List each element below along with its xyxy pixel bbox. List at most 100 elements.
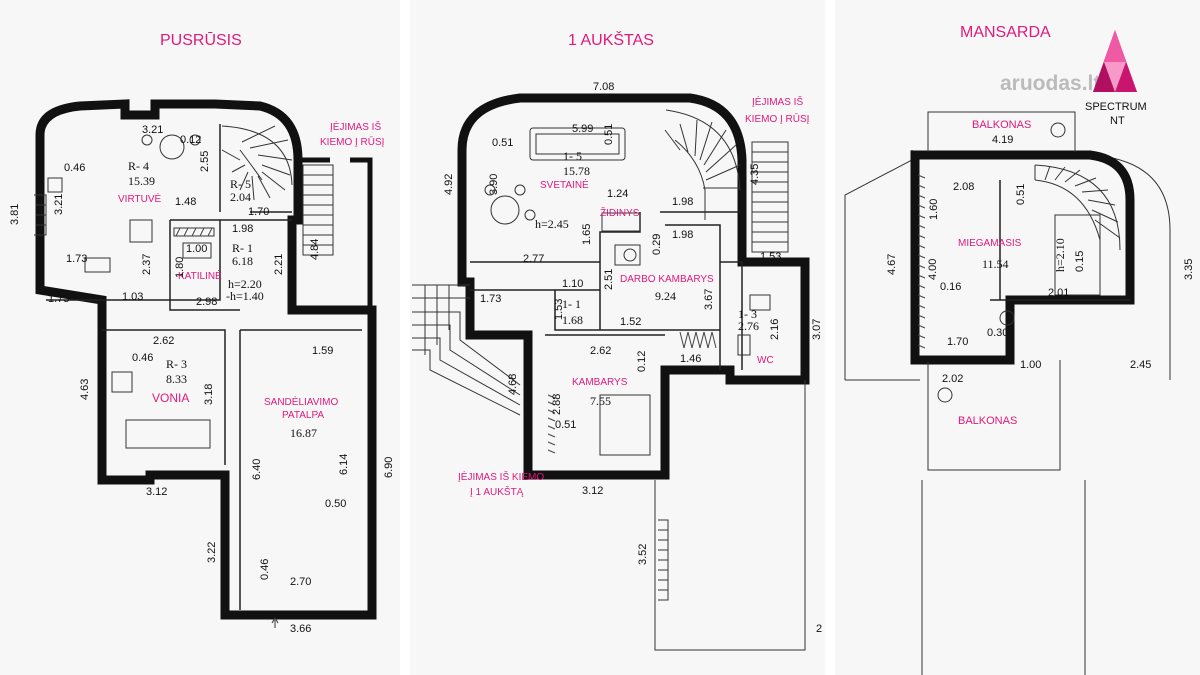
dimension: 2.02	[942, 373, 963, 385]
dimension: 1.52	[620, 316, 641, 328]
dimension: 0.51	[1015, 184, 1027, 205]
dimension: 1.48	[175, 196, 196, 208]
dimension: 3.90	[488, 174, 500, 195]
dimension: 4.19	[992, 134, 1013, 146]
brand-name: NT	[1110, 115, 1125, 127]
dimension: 5.99	[572, 123, 593, 135]
aruodas-watermark: aruodas.lt	[1000, 72, 1100, 95]
room-name: PATALPA	[282, 410, 324, 421]
room-area: 15.78	[563, 164, 590, 178]
courtyard-outline	[654, 380, 806, 651]
room-name: SANDĖLIAVIMO	[264, 395, 338, 408]
dimension: 3.12	[582, 485, 603, 497]
dimension: 2.88	[551, 394, 563, 415]
dimension: 2.01	[1048, 287, 1069, 299]
room-name: DARBO KAMBARYS	[620, 274, 714, 285]
room-height: -h=1.40	[226, 289, 264, 303]
dimension: 3.07	[811, 319, 823, 340]
dimension: 1.98	[672, 229, 693, 241]
dimension: 2.62	[590, 345, 611, 357]
dimension: 1.73	[48, 293, 69, 305]
dimension: 1.73	[66, 253, 87, 265]
dimension: 4.92	[443, 174, 455, 195]
dimension: 2.51	[603, 269, 615, 290]
room-area: 2.76	[738, 319, 759, 333]
room-name: BALKONAS	[972, 119, 1031, 131]
dimension: 1.53	[760, 251, 781, 263]
dimension: 2.45	[1130, 359, 1151, 371]
room-area: 16.87	[290, 426, 317, 440]
dimension: 4.63	[79, 379, 91, 400]
basement-window	[34, 194, 47, 236]
dining-table	[490, 195, 520, 225]
dimension: 1.98	[672, 196, 693, 208]
dimension: 2	[816, 623, 822, 635]
dimension: 1.00	[1020, 359, 1041, 371]
dimension: 0.51	[492, 137, 513, 149]
fireplace	[601, 212, 641, 232]
top-balcony	[927, 111, 1076, 152]
first-floor-outside-stairs	[412, 284, 521, 416]
room-code: 1- 3	[738, 307, 757, 321]
room-area: 7.55	[590, 394, 611, 408]
entrance-label: ĮĖJIMAS IŠ	[752, 95, 803, 108]
dimension: 6.40	[251, 459, 263, 480]
dimension: 7.08	[593, 81, 614, 93]
dimension: 3.67	[703, 289, 715, 310]
basement-table	[159, 134, 185, 160]
room-code: R- 3	[166, 357, 187, 371]
spectrum-logo-icon	[1093, 30, 1137, 92]
dimension: 3.35	[1183, 259, 1195, 280]
entrance-label: Į 1 AUKŠTĄ	[470, 485, 524, 498]
attic-spiral-stair	[1034, 164, 1121, 295]
panel-separator	[825, 0, 835, 675]
basement-spiral-stair	[221, 125, 293, 201]
dimension: 0.12	[636, 351, 648, 372]
brand-name: SPECTRUM	[1085, 101, 1147, 113]
dimension: 0.30	[987, 327, 1008, 339]
dimension: 6.14	[338, 454, 350, 475]
basement-plan: PUSRŪSIS ĮĖJIMAS IŠ KIEMO Į RŪSĮ R- 4 15…	[9, 31, 395, 635]
room-height: h=2.20	[228, 277, 262, 291]
dimension: 1.59	[312, 345, 333, 357]
dimension: 1.60	[928, 199, 940, 220]
dimension: 0.12	[180, 134, 201, 146]
basement-inner-walls	[46, 124, 362, 610]
dimension: 2.98	[196, 296, 217, 308]
dimension: 0.29	[651, 234, 663, 255]
dimension: 2.62	[153, 335, 174, 347]
basement-side-wall	[298, 157, 373, 310]
kitchen-unit	[47, 177, 63, 193]
dimension: 0.50	[325, 498, 346, 510]
attic-plan: MANSARDA BALKONAS MIEGAMASIS 11.54 h=2.1…	[844, 24, 1195, 675]
attic-title: MANSARDA	[960, 24, 1051, 41]
first-floor-right-stairs	[751, 141, 789, 253]
room-name: ŽIDINYS	[600, 206, 640, 219]
dimension: 4.67	[886, 254, 898, 275]
dimension: 1.80	[174, 257, 186, 278]
dimension: 1.70	[248, 206, 269, 218]
basement-outside-stairs	[302, 164, 334, 256]
entrance-label: KIEMO Į RŪSĮ	[320, 136, 385, 148]
room-area: 9.24	[655, 289, 676, 303]
room-height: h=2.10	[1053, 238, 1067, 272]
room-area: 8.33	[166, 372, 187, 386]
dimension: 2.55	[199, 151, 211, 172]
dimension: 0.46	[132, 352, 153, 364]
dimension: 1.24	[607, 188, 628, 200]
dimension: 4.00	[927, 259, 939, 280]
room-name: SVETAINĖ	[540, 178, 589, 191]
room-name: VONIA	[152, 391, 189, 405]
first-floor-inner-walls	[470, 211, 743, 370]
room-name: VIRTUVĖ	[118, 192, 161, 205]
dimension: 3.12	[146, 486, 167, 498]
room-name: WC	[757, 355, 774, 366]
room-name: KAMBARYS	[572, 377, 628, 388]
basement-outer-wall	[35, 99, 377, 620]
dimension: 3.21	[53, 194, 65, 215]
panel-separator	[400, 0, 410, 675]
dimension: 2.37	[141, 254, 153, 275]
sofa	[529, 127, 626, 161]
dimension: 2.16	[769, 319, 781, 340]
